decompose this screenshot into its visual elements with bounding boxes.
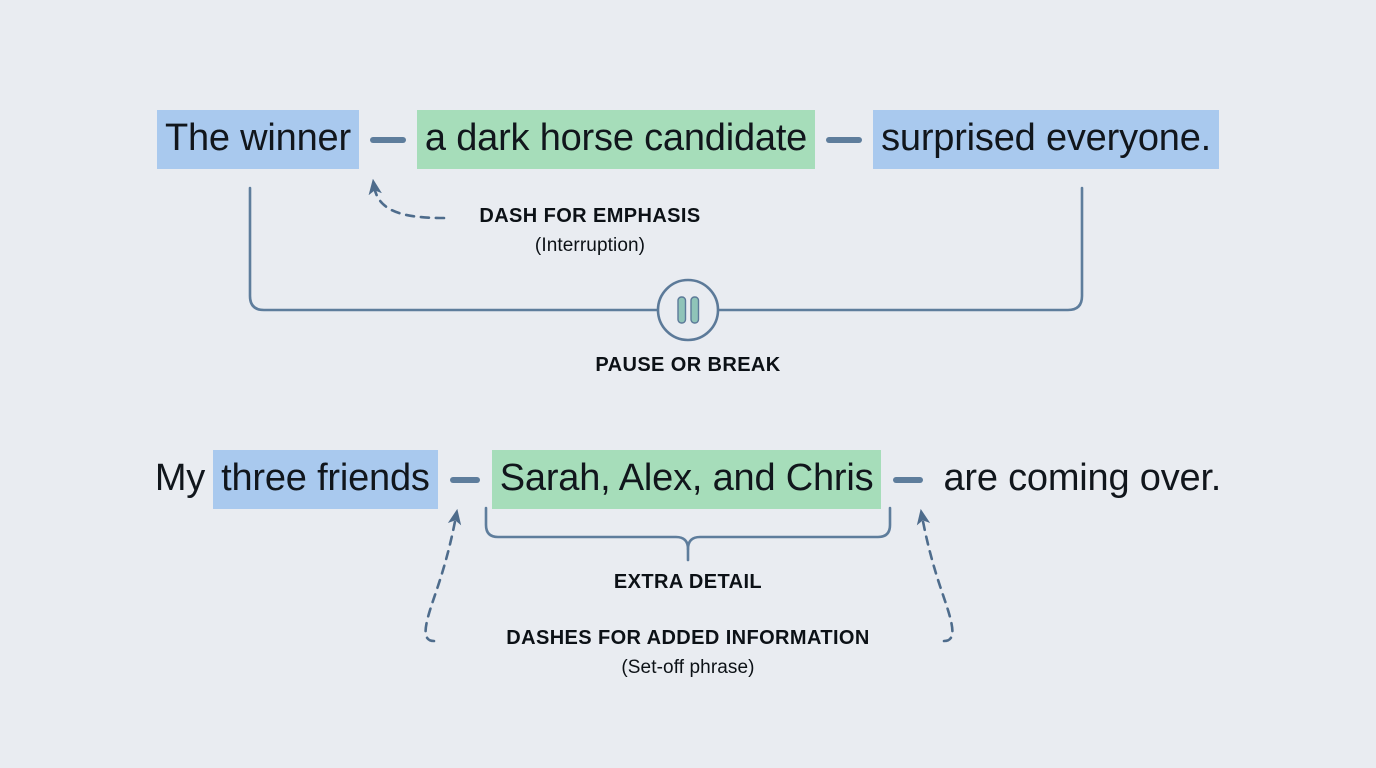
added-info-arrow-right (916, 508, 954, 643)
label-dash-for-emphasis-subtitle: (Interruption) (534, 235, 646, 256)
sentence-2-segment-predicate[interactable]: are coming over. (943, 457, 1222, 499)
em-dash-icon (369, 136, 406, 143)
label-dashes-for-added-information: DASHES FOR ADDED INFORMATION (Set-off ph… (388, 627, 988, 679)
label-dashes-for-added-information-title: DASHES FOR ADDED INFORMATION (506, 627, 870, 649)
sentence-1-segment-subject[interactable]: The winner (156, 110, 359, 169)
label-dash-for-emphasis: DASH FOR EMPHASIS (Interruption) (390, 205, 790, 257)
example-sentence-2: My three friends Sarah, Alex, and Chris … (0, 450, 1376, 509)
example-sentence-1: The winner a dark horse candidate surpri… (0, 110, 1376, 169)
sentence-2-segment-lead[interactable]: My (154, 457, 206, 499)
label-extra-detail-title: EXTRA DETAIL (613, 571, 763, 593)
label-pause-or-break-title: PAUSE OR BREAK (595, 354, 781, 376)
extra-detail-brace (484, 506, 892, 562)
added-info-arrow-left (424, 508, 462, 643)
em-dash-icon (826, 136, 863, 143)
pause-icon (656, 278, 720, 342)
label-dashes-for-added-information-subtitle: (Set-off phrase) (621, 657, 755, 678)
em-dash-icon (449, 476, 480, 483)
sentence-1-segment-interruption[interactable]: a dark horse candidate (416, 110, 816, 169)
sentence-2-segment-setoff[interactable]: Sarah, Alex, and Chris (491, 450, 882, 509)
label-dash-for-emphasis-title: DASH FOR EMPHASIS (479, 205, 701, 227)
label-pause-or-break: PAUSE OR BREAK (488, 354, 888, 377)
em-dash-icon (893, 476, 924, 483)
label-extra-detail: EXTRA DETAIL (488, 571, 888, 594)
sentence-2-segment-subject[interactable]: three friends (213, 450, 438, 509)
sentence-1-segment-predicate[interactable]: surprised everyone. (873, 110, 1220, 169)
